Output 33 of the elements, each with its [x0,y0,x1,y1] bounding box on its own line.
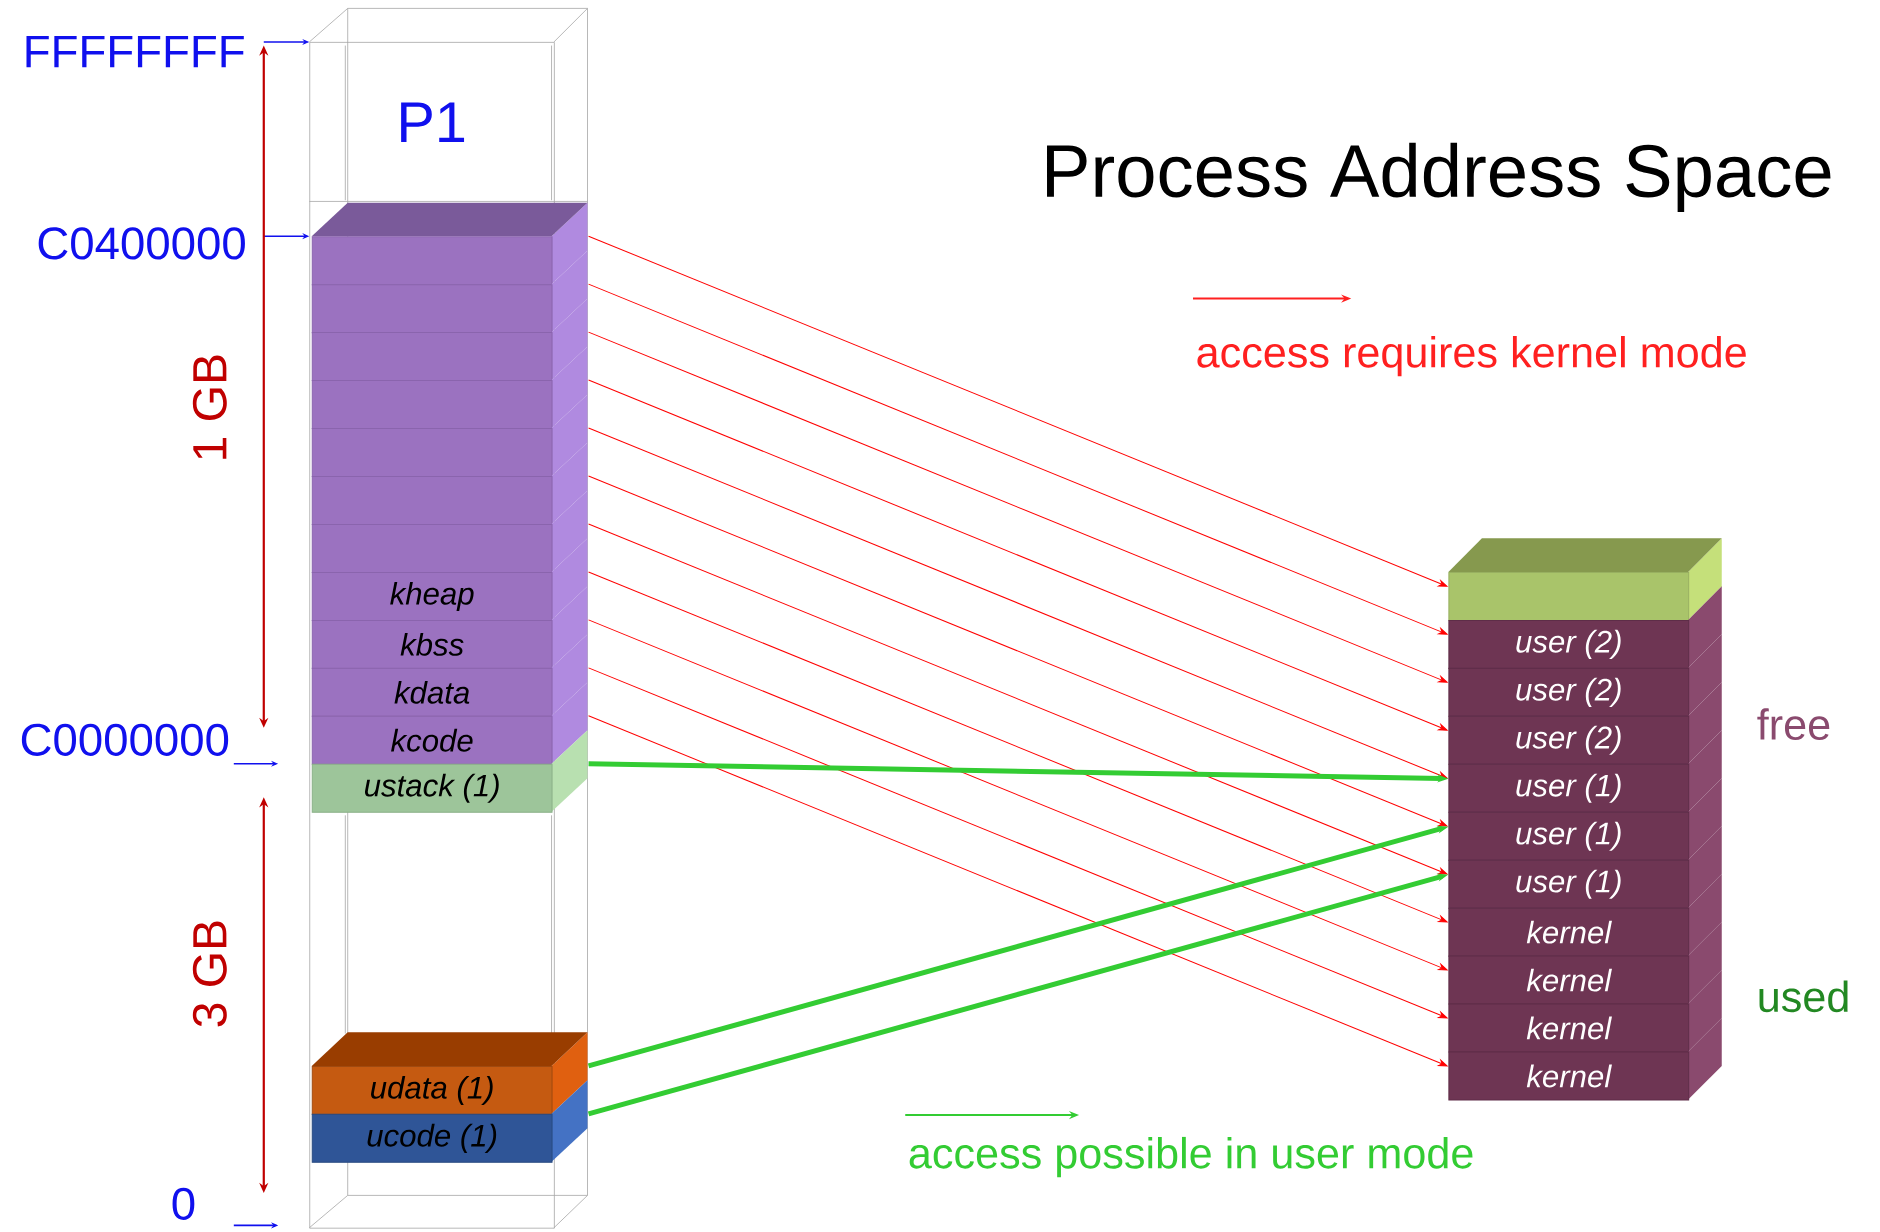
memory-slice [311,250,588,334]
arrow [588,667,1448,1019]
memory-slice: kheap [311,538,588,621]
memory-slice [1448,538,1722,621]
arrow [588,331,1448,683]
title: Process Address Space [1047,142,1831,213]
status-label: free [1757,708,1830,741]
arrow [588,427,1448,779]
memory-slice [311,346,588,430]
memory-slice [311,202,588,286]
address-label: 0 [172,1187,195,1220]
arrow [588,283,1448,635]
memory-slice: user (2) [1448,586,1722,669]
memory-slice [311,394,588,478]
memory-slice [311,490,588,573]
address-label: FFFFFFFF [26,35,244,68]
status-label: used [1759,980,1848,1013]
address-label: C0400000 [38,227,245,260]
arrow [588,523,1448,875]
arrow [588,235,1448,587]
memory-slice: udata (1) [311,1032,588,1115]
memory-slice [311,298,588,382]
legend-text: access requires kernel mode [1197,335,1746,377]
legend-text: access possible in user mode [909,1136,1473,1178]
memory-slice [311,442,588,525]
arrow [588,571,1448,923]
arrow [588,715,1448,1067]
arrow [588,379,1448,731]
arrow [588,619,1448,971]
arrow [588,475,1448,827]
size-label: 3 GB [192,921,227,1027]
size-label: 1 GB [192,355,227,459]
address-label: C0000000 [21,723,229,756]
